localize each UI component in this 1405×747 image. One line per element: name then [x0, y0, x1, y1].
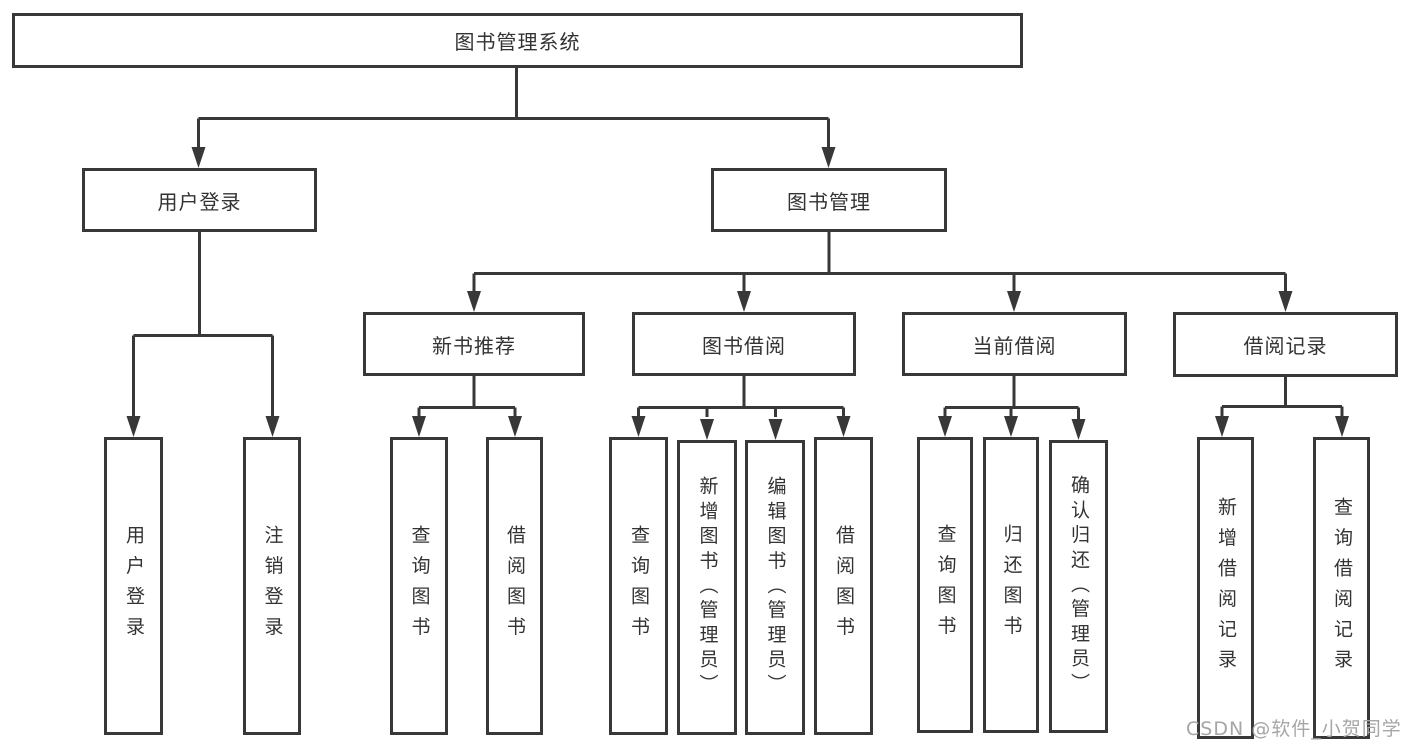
leaf-borrow-books: 借阅图书 [486, 437, 543, 735]
node-label: 查询图书 [934, 524, 957, 646]
node-label: 借阅记录 [1243, 334, 1328, 358]
node-label: 查询图书 [628, 525, 650, 647]
node-label: 图书借阅 [702, 333, 786, 358]
csdn-watermark: CSDN @软件_小贺同学 [1186, 718, 1402, 740]
node-label: 借阅图书 [504, 525, 526, 647]
leaf-borrow-books: 借阅图书 [814, 437, 873, 735]
leaf-edit-books-admin: 编辑图书（管理员） [745, 440, 805, 735]
node-user-login: 用户登录 [82, 168, 317, 232]
node-borrowing-records: 借阅记录 [1173, 312, 1398, 377]
node-label: 图书管理 [787, 189, 871, 214]
node-label: 归还图书 [1000, 524, 1023, 646]
node-label: 注销登录 [261, 525, 284, 647]
node-label: 用户登录 [157, 189, 242, 214]
node-new-book-recommendation: 新书推荐 [363, 312, 585, 376]
leaf-add-books-admin: 新增图书（管理员） [677, 440, 737, 735]
node-label: 新增借阅记录 [1215, 496, 1237, 680]
node-label: 图书管理系统 [454, 30, 581, 54]
leaf-user-login: 用户登录 [104, 437, 163, 735]
node-book-management: 图书管理 [711, 168, 947, 232]
node-book-borrowing: 图书借阅 [632, 312, 856, 376]
node-label: 当前借阅 [972, 333, 1057, 358]
node-current-borrowing: 当前借阅 [902, 312, 1127, 376]
node-label: 查询借阅记录 [1331, 496, 1353, 680]
node-label: 借阅图书 [833, 525, 855, 647]
leaf-logout: 注销登录 [243, 437, 301, 735]
leaf-return-books: 归还图书 [983, 437, 1039, 733]
leaf-query-books: 查询图书 [609, 437, 668, 735]
node-label: 新增图书（管理员） [696, 476, 719, 699]
leaf-query-borrowing-record: 查询借阅记录 [1313, 437, 1370, 739]
leaf-query-books: 查询图书 [390, 437, 448, 735]
node-label: 用户登录 [123, 525, 145, 647]
node-label: 查询图书 [408, 525, 431, 647]
node-label: 确认归还（管理员） [1068, 475, 1090, 698]
leaf-confirm-return-admin: 确认归还（管理员） [1049, 440, 1108, 733]
leaf-add-borrowing-record: 新增借阅记录 [1197, 437, 1254, 739]
node-label: 编辑图书（管理员） [764, 476, 787, 699]
node-label: 新书推荐 [432, 333, 516, 358]
leaf-query-books: 查询图书 [917, 437, 973, 733]
node-library-management-system: 图书管理系统 [12, 13, 1023, 68]
